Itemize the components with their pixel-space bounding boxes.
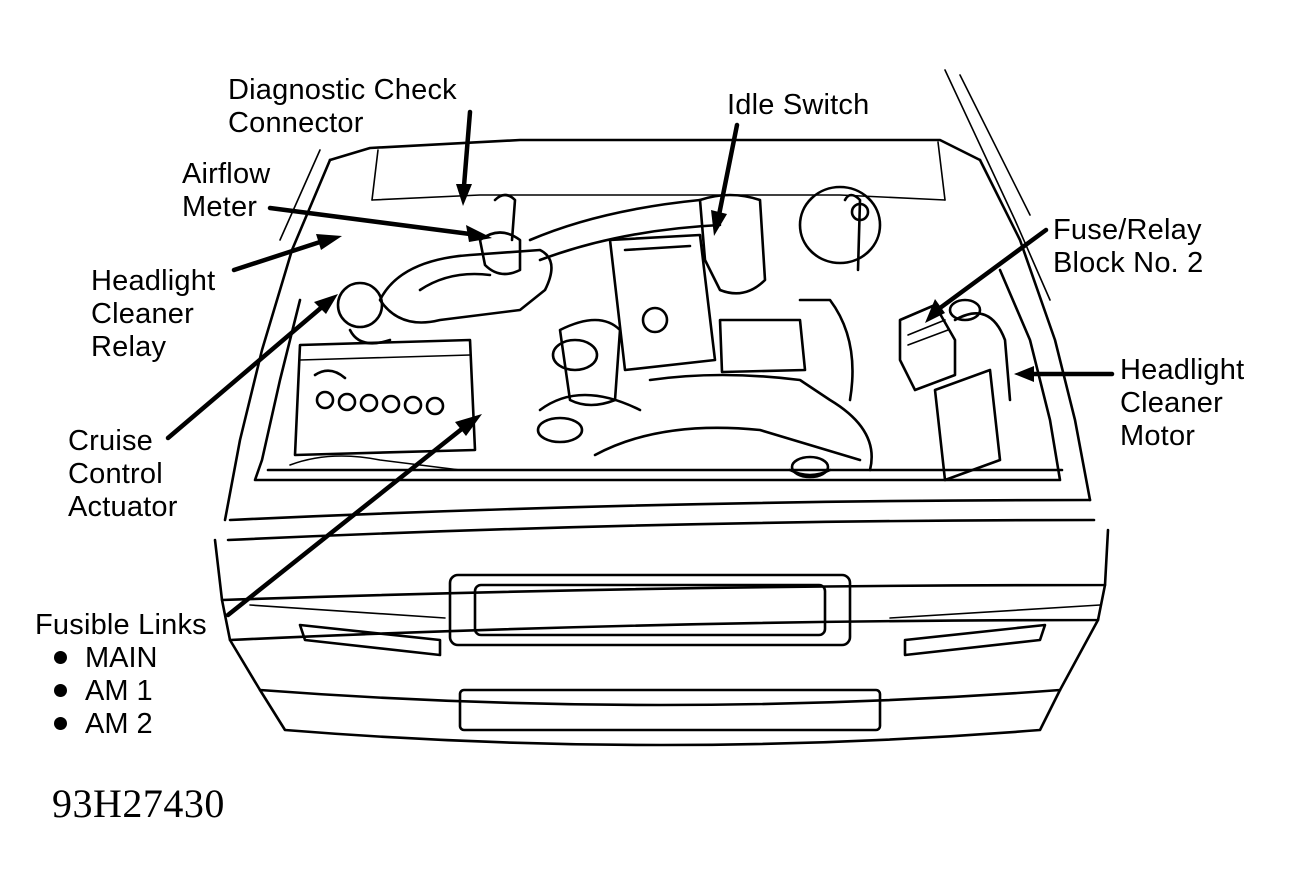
leader-lines: [165, 109, 1115, 618]
label-line: Headlight: [91, 265, 216, 297]
label-line: Meter: [182, 191, 258, 223]
label-line: Headlight: [1120, 354, 1245, 386]
radiator-cap: [788, 455, 832, 479]
label-headlight-cleaner-motor: Headlight Cleaner Motor: [1120, 354, 1244, 453]
battery: [289, 338, 477, 471]
reservoir: [798, 185, 882, 272]
bullet-icon: [54, 651, 67, 664]
leader-airflow-meter: [267, 205, 473, 237]
leader-cruise-control: [165, 304, 325, 441]
list-item: MAIN: [54, 642, 158, 675]
leader-fusible-links: [225, 425, 466, 618]
label-line: Fusible Links: [35, 609, 207, 641]
leader-headlight-relay: [231, 239, 323, 273]
bullet-icon: [54, 717, 67, 730]
fusible-links-list: MAIN AM 1 AM 2: [54, 642, 158, 741]
label-diagnostic-check-connector: Diagnostic Check Connector: [228, 74, 457, 140]
air-intake-assembly: [336, 193, 722, 345]
label-line: Airflow: [182, 158, 271, 190]
label-line: Actuator: [68, 491, 178, 523]
label-headlight-cleaner-relay: Headlight Cleaner Relay: [91, 265, 215, 364]
label-line: Relay: [91, 331, 167, 363]
list-item: AM 1: [54, 675, 158, 708]
vehicle-body-outline: [213, 69, 1110, 747]
leader-diagnostic: [461, 109, 473, 189]
label-idle-switch: Idle Switch: [727, 89, 869, 122]
label-line: Motor: [1120, 420, 1196, 452]
list-item-label: AM 2: [85, 708, 153, 740]
label-fuse-relay-block: Fuse/Relay Block No. 2: [1053, 214, 1204, 280]
figure-id: 93H27430: [52, 781, 225, 826]
label-line: Connector: [228, 107, 364, 139]
label-airflow-meter: Airflow Meter: [182, 158, 270, 224]
list-item-label: AM 1: [85, 675, 153, 707]
label-cruise-control-actuator: Cruise Control Actuator: [68, 425, 178, 524]
label-line: Cleaner: [1120, 387, 1223, 419]
label-line: Control: [68, 458, 163, 490]
list-item-label: MAIN: [85, 642, 158, 674]
leader-idle-switch: [716, 122, 740, 218]
leader-fuse-relay: [937, 227, 1049, 311]
fuse-relay-block-shape: [898, 298, 1012, 482]
label-line: Cleaner: [91, 298, 194, 330]
label-line: Block No. 2: [1053, 247, 1204, 279]
label-line: Cruise: [68, 425, 153, 457]
label-line: Diagnostic Check: [228, 74, 457, 106]
label-line: Fuse/Relay: [1053, 214, 1202, 246]
engine-block: [536, 193, 873, 472]
list-item: AM 2: [54, 708, 158, 741]
label-fusible-links: Fusible Links: [35, 609, 207, 642]
bullet-icon: [54, 684, 67, 697]
label-line: Idle Switch: [727, 89, 870, 121]
